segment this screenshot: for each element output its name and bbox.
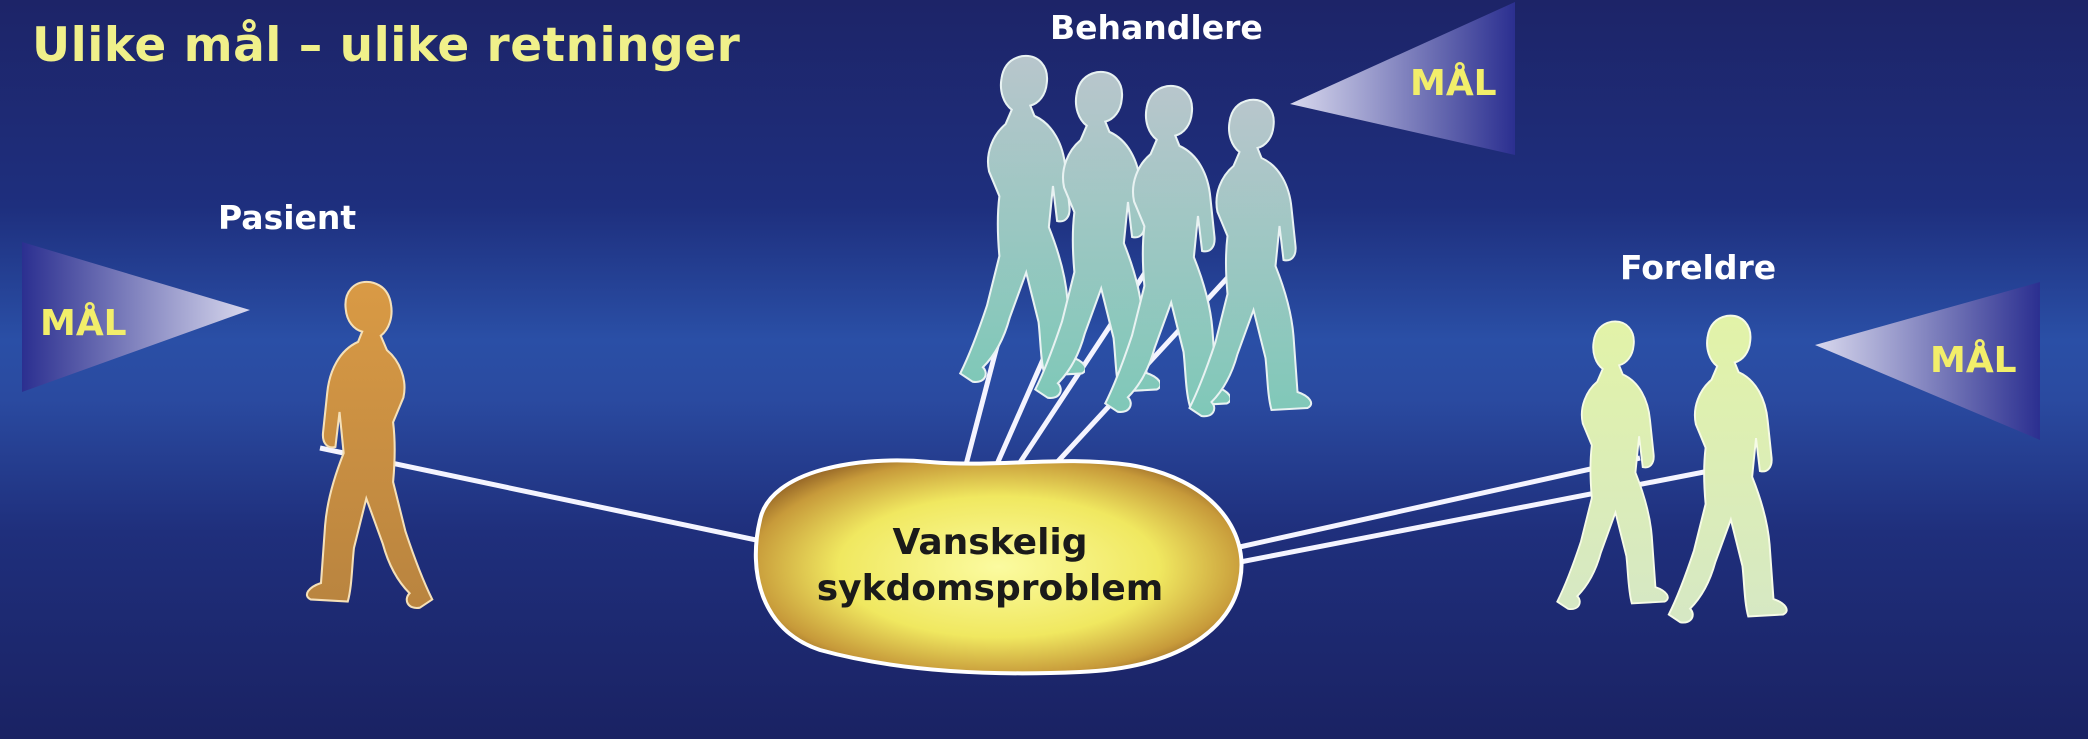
- goal-cone-icon: [1290, 2, 1515, 155]
- diagram-title: Ulike mål – ulike retninger: [32, 18, 741, 73]
- group-label-clinicians: Behandlere: [1050, 8, 1263, 47]
- group-label-patient: Pasient: [218, 198, 357, 237]
- group-label-parents: Foreldre: [1620, 248, 1777, 287]
- problem-blob: [753, 458, 1244, 676]
- goal-label-clinicians: MÅL: [1410, 63, 1497, 104]
- goal-label-patient: MÅL: [40, 303, 127, 344]
- walking-person-icon: [1188, 98, 1313, 418]
- walking-person-icon: [305, 280, 434, 610]
- problem-text: Vanskelig sykdomsproblem: [760, 520, 1220, 612]
- walking-person-icon: [1555, 320, 1670, 611]
- goal-cone-icon: [22, 242, 250, 392]
- goal-cone-icon: [1815, 282, 2040, 440]
- walking-person-icon: [1667, 314, 1789, 624]
- problem-line-1: Vanskelig: [892, 522, 1088, 563]
- problem-line-2: sykdomsproblem: [816, 568, 1164, 609]
- goal-label-parents: MÅL: [1930, 340, 2017, 381]
